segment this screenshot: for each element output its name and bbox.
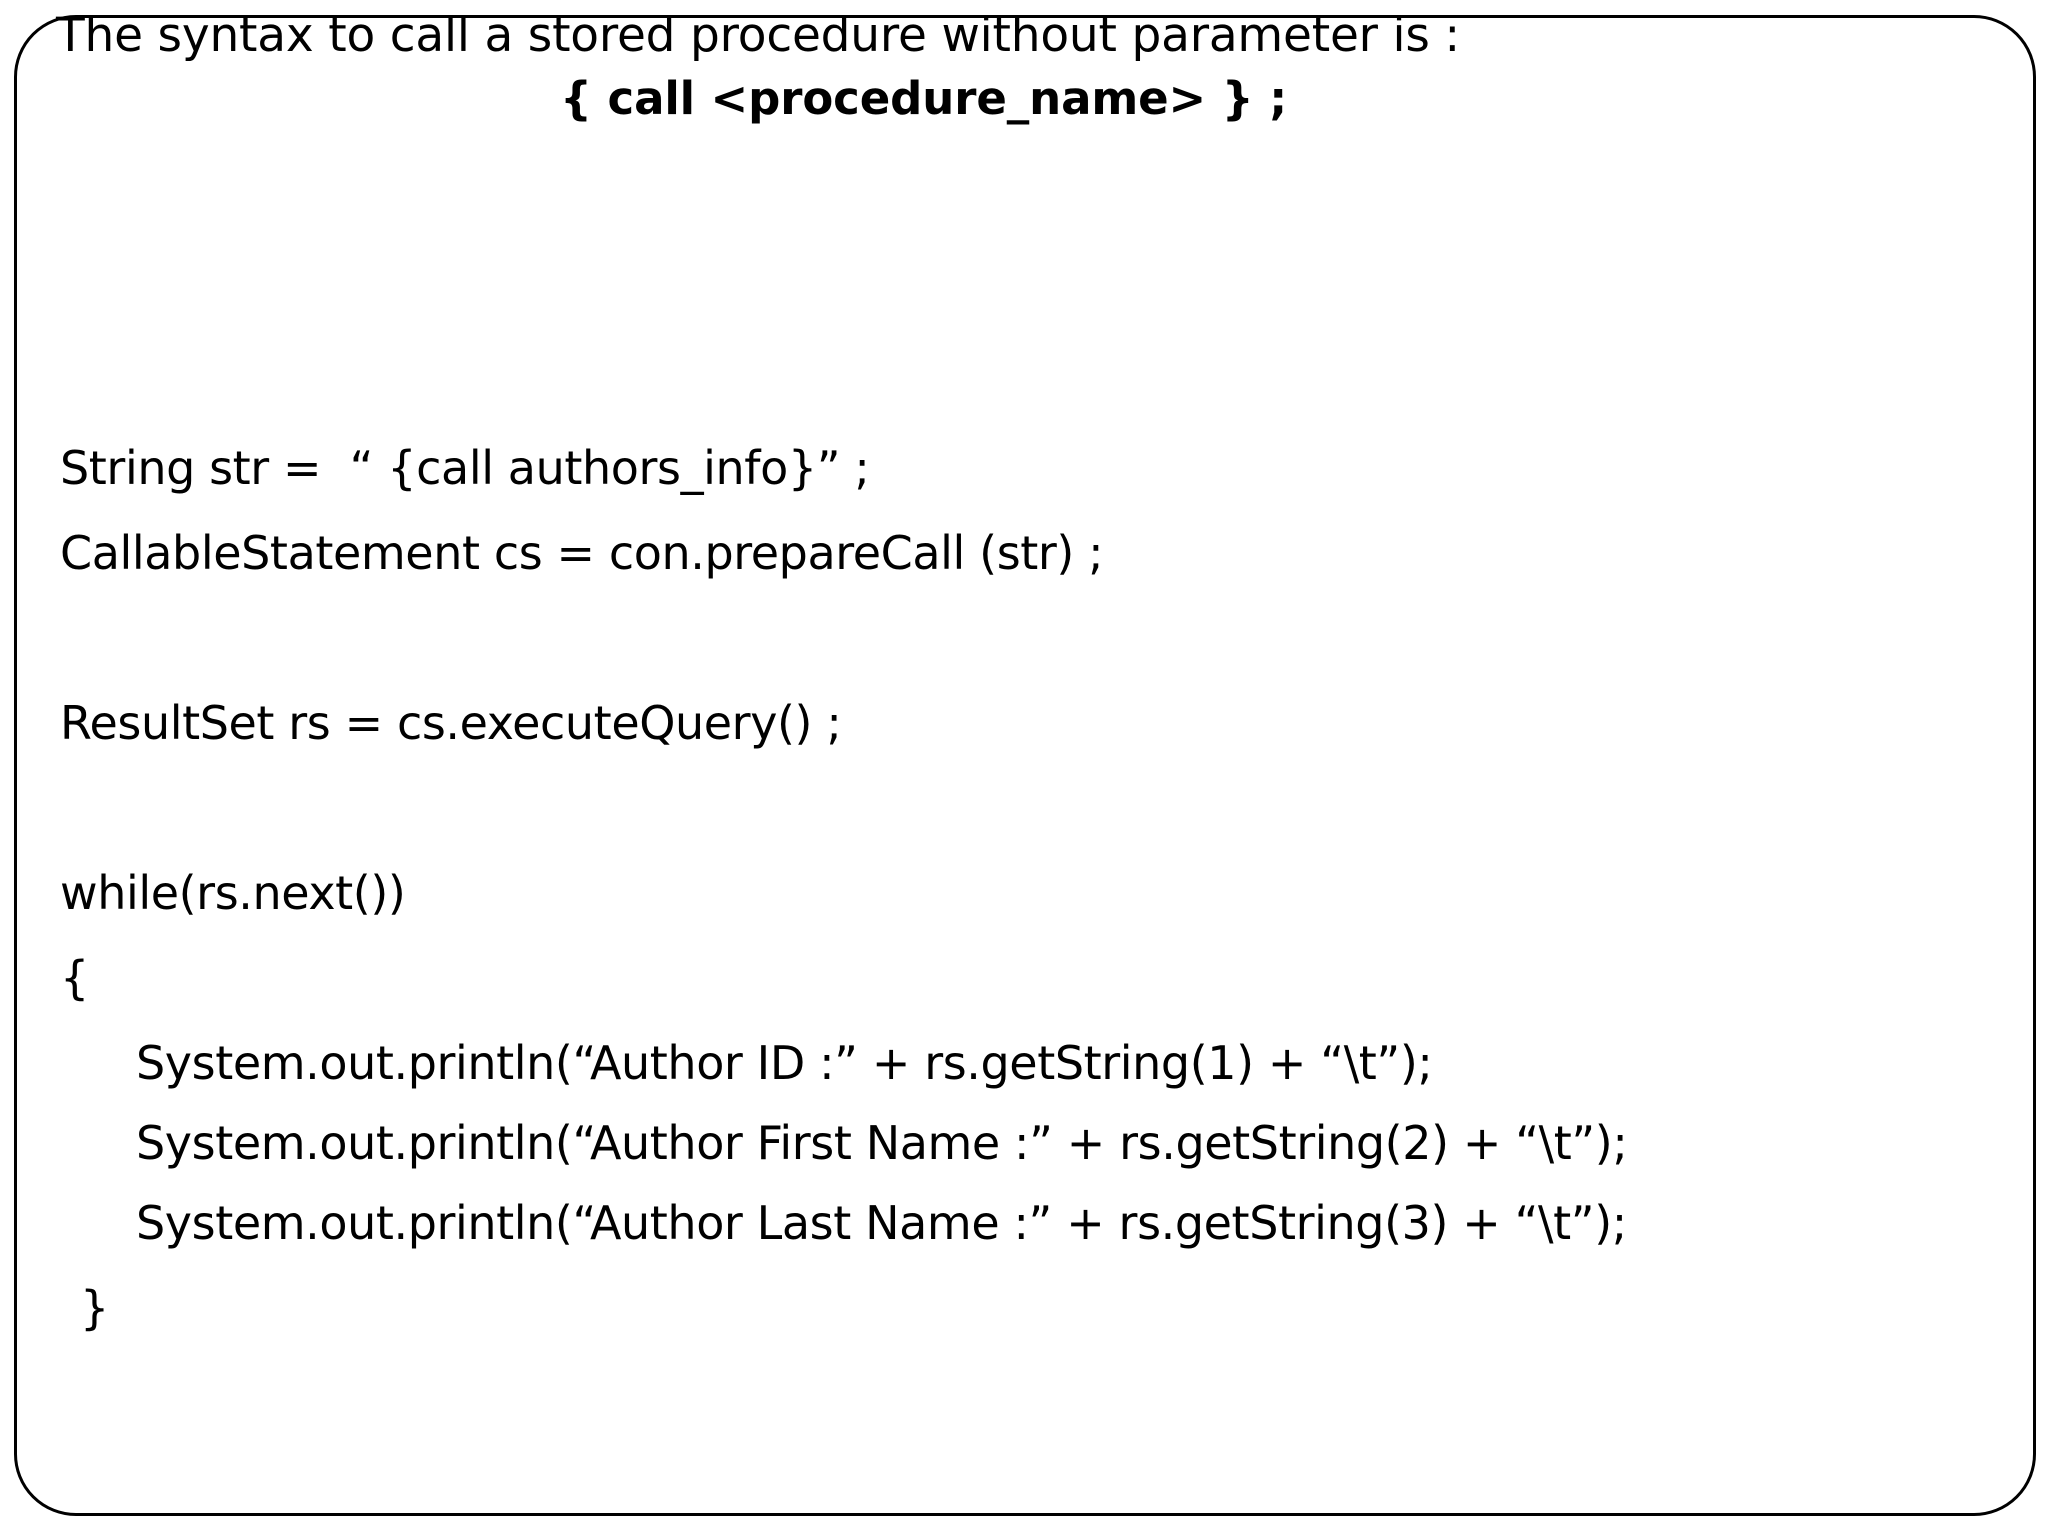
code-line-println-author-last-name: System.out.println(“Author Last Name :” … xyxy=(136,1196,1627,1250)
code-line-callable-statement: CallableStatement cs = con.prepareCall (… xyxy=(60,526,1104,580)
code-line-resultset-executequery: ResultSet rs = cs.executeQuery() ; xyxy=(60,696,842,750)
code-line-println-author-id: System.out.println(“Author ID :” + rs.ge… xyxy=(136,1036,1433,1090)
syntax-template: { call <procedure_name> } ; xyxy=(560,72,1288,125)
code-line-while-loop: while(rs.next()) xyxy=(60,866,406,920)
intro-sentence: The syntax to call a stored procedure wi… xyxy=(56,8,1461,63)
code-line-open-brace: { xyxy=(60,951,89,1005)
code-line-string-declaration: String str = “ {call authors_info}” ; xyxy=(60,441,870,495)
code-line-println-author-first-name: System.out.println(“Author First Name :”… xyxy=(136,1116,1628,1170)
code-line-close-brace: } xyxy=(80,1281,109,1335)
